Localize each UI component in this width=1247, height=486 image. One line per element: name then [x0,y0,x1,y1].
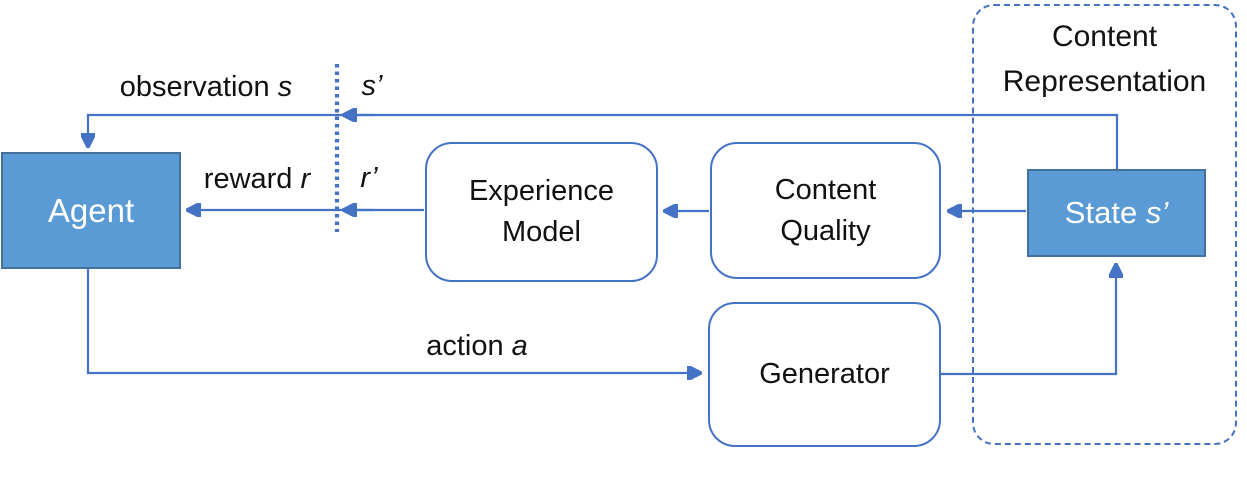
observation-label-symbol: s [277,71,293,103]
action-label-text: action [426,330,504,362]
reward-prime-symbol: r’ [360,162,378,194]
node-state-symbol: s’ [1145,195,1169,230]
edge-state-to-agent-observation [88,113,1119,169]
node-experience-model-line1: Experience [468,175,615,207]
observation-prime-label: s’ [348,70,396,103]
content-representation-title-line1: Content [1051,20,1158,53]
reward-label-text: reward [203,163,293,195]
action-label: action a [413,330,541,363]
observation-label-text: observation [119,71,270,103]
node-generator-label: Generator [759,358,890,390]
node-state: State s’ [1027,169,1206,257]
action-label-symbol: a [511,330,528,362]
content-representation-title-line2: Representation [1002,65,1207,98]
node-generator: Generator [708,302,941,447]
node-state-label: State [1064,195,1138,230]
node-agent-label: Agent [47,191,135,229]
node-agent: Agent [1,152,181,269]
reward-prime-label: r’ [346,162,392,195]
content-representation-group [972,4,1237,445]
edge-agent-to-generator-action [86,269,700,373]
content-representation-title: Content Representation [972,14,1237,104]
node-content-quality: Content Quality [710,142,941,279]
reward-label: reward r [186,163,328,196]
node-experience-model-line2: Model [502,216,581,248]
reward-label-symbol: r [300,163,311,195]
node-experience-model: Experience Model [425,142,658,282]
node-content-quality-line2: Quality [780,214,871,247]
node-content-quality-line1: Content [774,173,877,206]
edge-generator-to-state [941,265,1116,376]
observation-prime-symbol: s’ [361,70,383,102]
observation-label: observation s [86,71,326,104]
